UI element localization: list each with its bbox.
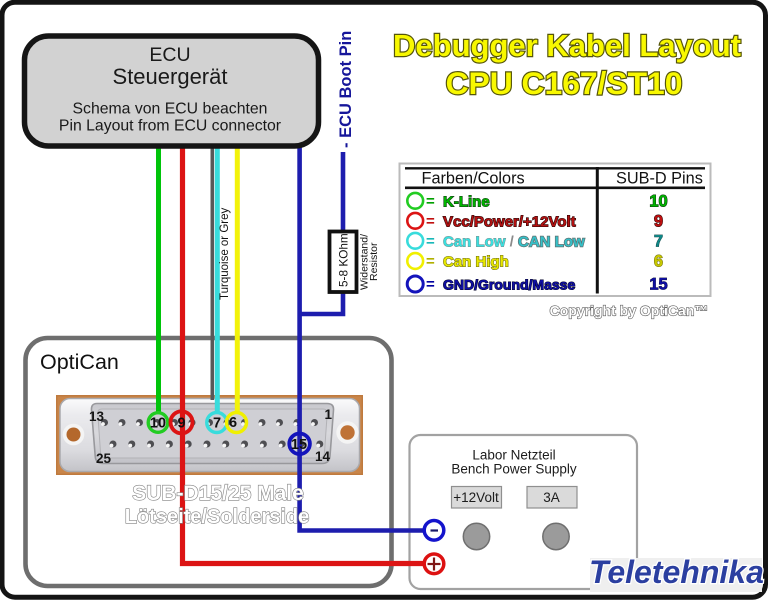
- svg-text:SUB-D15/25 Male: SUB-D15/25 Male: [132, 482, 304, 505]
- svg-text:=: =: [426, 193, 435, 210]
- svg-text:6: 6: [654, 253, 663, 271]
- svg-text:ECU: ECU: [149, 44, 190, 66]
- svg-text:Schema von ECU beachten: Schema von ECU beachten: [73, 101, 268, 118]
- svg-text:Steuergerät: Steuergerät: [113, 64, 228, 89]
- svg-text:OptiCan: OptiCan: [40, 350, 119, 374]
- svg-text:Can High: Can High: [443, 254, 509, 271]
- svg-text:Pin Layout from ECU connector: Pin Layout from ECU connector: [59, 118, 281, 135]
- svg-text:13: 13: [89, 409, 105, 424]
- svg-text:3A: 3A: [543, 490, 560, 505]
- svg-text:Resistor: Resistor: [368, 242, 380, 281]
- svg-text:15: 15: [649, 276, 667, 294]
- svg-text:=: =: [426, 276, 435, 293]
- svg-text:9: 9: [654, 213, 663, 231]
- svg-text:=: =: [426, 253, 435, 270]
- svg-text:Lötseite/Solderside: Lötseite/Solderside: [125, 506, 310, 528]
- svg-text:=: =: [426, 233, 435, 250]
- svg-text:- ECU Boot Pin: - ECU Boot Pin: [337, 31, 355, 148]
- svg-text:Widerstand/: Widerstand/: [359, 234, 371, 290]
- svg-text:25: 25: [96, 451, 112, 466]
- svg-text:10: 10: [649, 193, 667, 211]
- svg-text:15: 15: [291, 437, 307, 453]
- svg-text:Bench Power Supply: Bench Power Supply: [451, 462, 577, 477]
- svg-text:Turquoise or Grey: Turquoise or Grey: [219, 208, 231, 300]
- svg-text:Debugger Kabel Layout: Debugger Kabel Layout: [393, 28, 741, 63]
- svg-text:1: 1: [325, 407, 333, 422]
- svg-text:6: 6: [229, 415, 237, 431]
- svg-text:Teletehnika: Teletehnika: [589, 554, 764, 590]
- svg-text:Can Low / CAN Low: Can Low / CAN Low: [443, 234, 585, 251]
- svg-text:10: 10: [150, 416, 166, 432]
- svg-text:Copyright by OptiCan™: Copyright by OptiCan™: [550, 303, 709, 319]
- svg-text:K-Line: K-Line: [443, 194, 490, 211]
- svg-text:CPU C167/ST10: CPU C167/ST10: [446, 65, 683, 101]
- svg-text:Vcc/Power/+12Volt: Vcc/Power/+12Volt: [443, 214, 576, 231]
- svg-text:7: 7: [213, 416, 221, 432]
- svg-text:+12Volt: +12Volt: [453, 490, 499, 505]
- svg-text:9: 9: [177, 416, 185, 432]
- svg-text:=: =: [426, 213, 435, 230]
- svg-text:GND/Ground/Masse: GND/Ground/Masse: [443, 277, 575, 293]
- svg-text:7: 7: [654, 233, 663, 251]
- svg-text:SUB-D Pins: SUB-D Pins: [616, 170, 703, 188]
- svg-text:5-8 KOhm: 5-8 KOhm: [337, 233, 351, 287]
- svg-text:14: 14: [315, 449, 331, 464]
- svg-text:Labor Netzteil: Labor Netzteil: [472, 448, 555, 463]
- svg-text:Farben/Colors: Farben/Colors: [422, 170, 525, 188]
